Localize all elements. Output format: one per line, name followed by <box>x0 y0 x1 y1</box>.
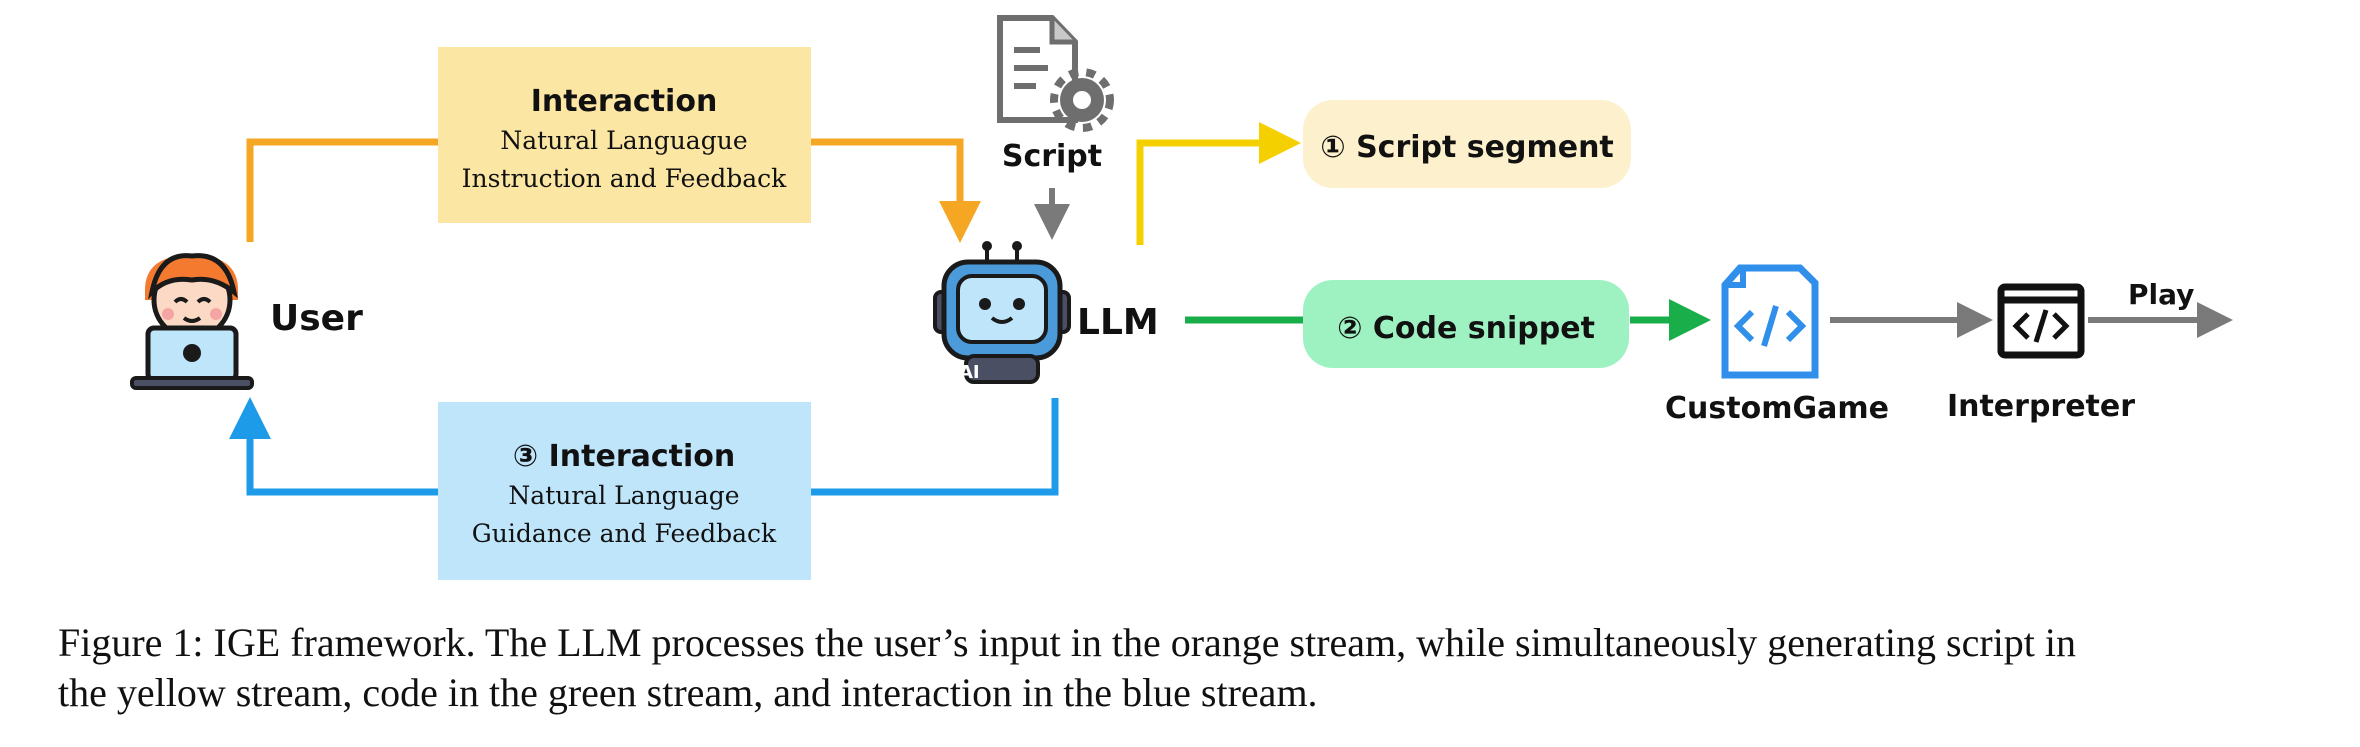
script-segment-pill <box>1303 100 1631 188</box>
robot-badge-text: AI <box>959 362 980 383</box>
bottom-interaction-line2: Guidance and Feedback <box>472 519 777 548</box>
caption-line-2: the yellow stream, code in the green str… <box>58 670 1318 715</box>
customgame-label: CustomGame <box>1665 391 1889 426</box>
yellow-stream-arrow <box>1136 122 1301 245</box>
top-interaction-line2: Instruction and Feedback <box>462 164 787 193</box>
bottom-interaction-line1: Natural Language <box>508 481 739 510</box>
code-file-icon <box>1721 264 1819 379</box>
ige-framework-diagram: Interaction Natural Languague Instructio… <box>130 15 2233 580</box>
bottom-interaction-box <box>438 402 811 580</box>
figure-caption: Figure 1: IGE framework. The LLM process… <box>58 618 2308 718</box>
user-with-laptop-icon <box>130 253 254 390</box>
play-label: Play <box>2128 278 2194 311</box>
code-snippet-label: ② Code snippet <box>1337 311 1595 346</box>
ai-robot-icon: AI <box>933 241 1071 384</box>
caption-line-1: Figure 1: IGE framework. The LLM process… <box>58 620 2077 665</box>
script-document-gear-icon <box>997 15 1114 132</box>
script-segment-label: ① Script segment <box>1320 130 1614 165</box>
script-label: Script <box>1002 139 1102 174</box>
llm-label: LLM <box>1077 302 1159 343</box>
interpreter-label: Interpreter <box>1947 389 2135 424</box>
top-interaction-title: Interaction <box>531 84 718 119</box>
bottom-interaction-title: ③ Interaction <box>513 439 735 474</box>
user-label: User <box>270 298 363 339</box>
code-window-icon <box>1997 283 2085 359</box>
top-interaction-box <box>438 47 811 223</box>
code-snippet-pill <box>1303 280 1629 368</box>
top-interaction-line1: Natural Languague <box>500 126 747 155</box>
